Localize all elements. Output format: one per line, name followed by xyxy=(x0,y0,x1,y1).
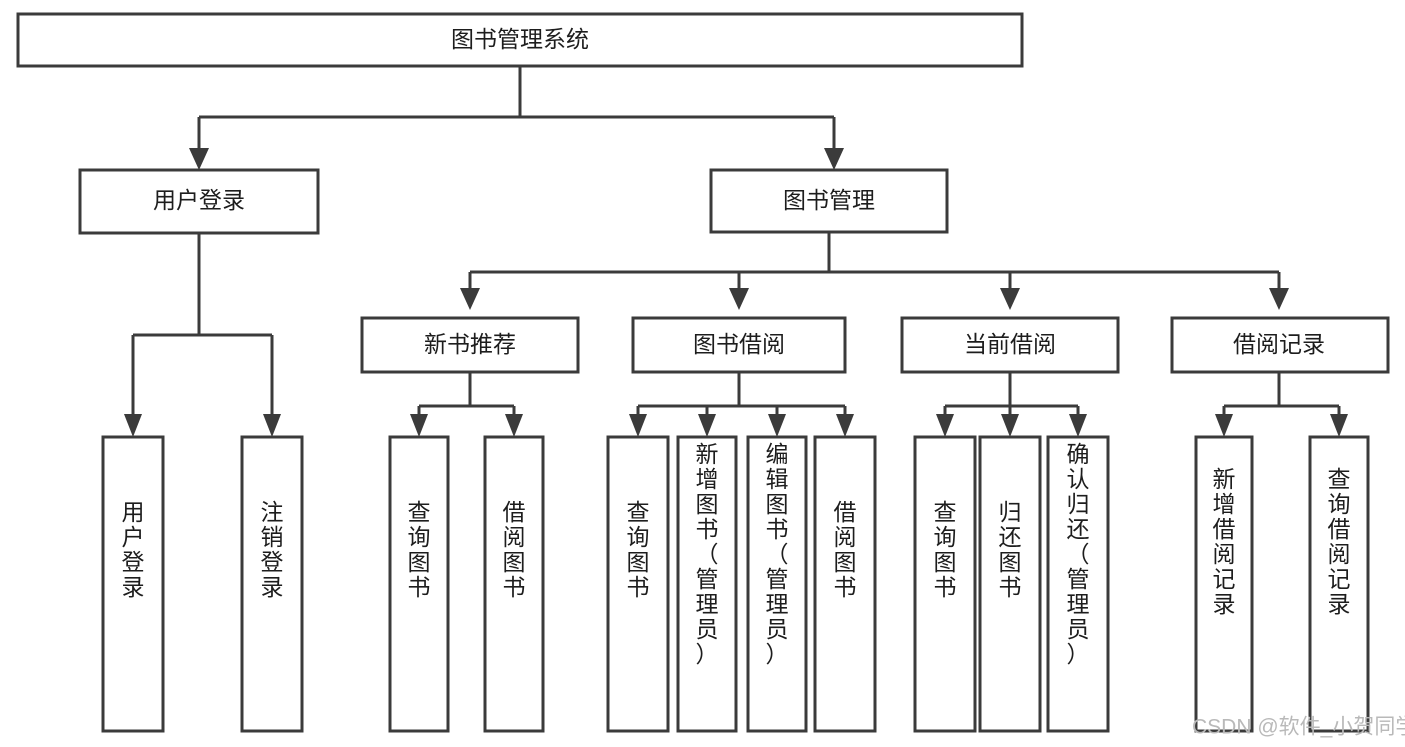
node-leaf-return-book[interactable]: 归还图书 xyxy=(978,435,1042,733)
node-leaf-edit-book-admin[interactable]: 编辑图书（管理员） xyxy=(746,435,808,733)
node-root[interactable]: 图书管理系统 xyxy=(16,12,1024,68)
node-leaf-return-book-box[interactable] xyxy=(978,435,1042,733)
arrowhead-leaf-logout-login xyxy=(263,414,281,437)
node-leaf-user-login-label: 用户登录 xyxy=(122,499,145,600)
arrowhead-leaf-return-book xyxy=(1001,414,1019,437)
node-current-borrow-box[interactable] xyxy=(900,316,1120,374)
arrowhead-leaf-query-borrow-record xyxy=(1330,414,1348,437)
node-root-label: 图书管理系统 xyxy=(451,26,589,52)
node-leaf-edit-book-admin-box[interactable] xyxy=(746,435,808,733)
node-leaf-borrow-book-2-box[interactable] xyxy=(813,435,877,733)
csdn-watermark: CSDN @软件_小贺同学 xyxy=(1192,716,1405,739)
arrowhead-borrow-record xyxy=(1269,288,1289,310)
node-new-book-recommend[interactable]: 新书推荐 xyxy=(360,316,580,374)
arrowhead-leaf-query-book-1 xyxy=(410,414,428,437)
node-leaf-borrow-book-1[interactable]: 借阅图书 xyxy=(483,435,545,733)
node-leaf-query-borrow-record[interactable]: 查询借阅记录 xyxy=(1308,435,1370,733)
node-leaf-logout-login[interactable]: 注销登录 xyxy=(240,435,304,733)
node-leaf-query-book-1-label: 查询图书 xyxy=(408,499,431,600)
node-borrow-record[interactable]: 借阅记录 xyxy=(1170,316,1390,374)
node-current-borrow-label: 当前借阅 xyxy=(964,331,1056,357)
node-leaf-query-book-1[interactable]: 查询图书 xyxy=(388,435,450,733)
node-leaf-query-book-2-label: 查询图书 xyxy=(627,499,650,600)
node-leaf-query-book-1-box[interactable] xyxy=(388,435,450,733)
arrowhead-leaf-add-book-admin xyxy=(698,414,716,437)
arrowhead-leaf-confirm-return-admin xyxy=(1069,414,1087,437)
node-leaf-user-login-box[interactable] xyxy=(101,435,165,733)
node-book-management-label: 图书管理 xyxy=(783,187,875,213)
node-leaf-logout-login-box[interactable] xyxy=(240,435,304,733)
node-leaf-logout-login-label: 注销登录 xyxy=(261,499,284,600)
node-user-login-box[interactable] xyxy=(78,168,320,235)
node-leaf-return-book-label: 归还图书 xyxy=(999,499,1022,600)
node-book-management-box[interactable] xyxy=(709,168,949,234)
arrowhead-leaf-add-borrow-record xyxy=(1215,414,1233,437)
node-leaf-borrow-book-1-box[interactable] xyxy=(483,435,545,733)
arrowhead-new-book-recommend xyxy=(460,288,480,310)
node-leaf-add-book-admin-label: 新增图书（管理员） xyxy=(696,441,719,667)
node-leaf-add-borrow-record[interactable]: 新增借阅记录 xyxy=(1194,435,1254,733)
node-new-book-recommend-label: 新书推荐 xyxy=(424,331,516,357)
node-leaf-add-book-admin[interactable]: 新增图书（管理员） xyxy=(676,435,738,733)
connector-layer xyxy=(124,66,1348,437)
arrowhead-leaf-edit-book-admin xyxy=(768,414,786,437)
node-user-login[interactable]: 用户登录 xyxy=(78,168,320,235)
node-leaf-user-login[interactable]: 用户登录 xyxy=(101,435,165,733)
node-leaf-add-borrow-record-box[interactable] xyxy=(1194,435,1254,733)
node-leaf-confirm-return-admin-label: 确认归还（管理员） xyxy=(1067,441,1090,667)
arrowhead-user-login xyxy=(189,148,209,170)
node-root-box[interactable] xyxy=(16,12,1024,68)
arrowhead-leaf-borrow-book-2 xyxy=(836,414,854,437)
arrowhead-current-borrow xyxy=(1000,288,1020,310)
node-leaf-confirm-return-admin[interactable]: 确认归还（管理员） xyxy=(1046,435,1110,733)
node-current-borrow[interactable]: 当前借阅 xyxy=(900,316,1120,374)
node-book-management[interactable]: 图书管理 xyxy=(709,168,949,234)
arrowhead-leaf-query-book-2 xyxy=(629,414,647,437)
arrowhead-book-management xyxy=(824,148,844,170)
node-leaf-query-borrow-record-box[interactable] xyxy=(1308,435,1370,733)
node-leaf-add-borrow-record-label: 新增借阅记录 xyxy=(1213,466,1236,617)
node-leaf-add-book-admin-box[interactable] xyxy=(676,435,738,733)
node-leaf-query-borrow-record-label: 查询借阅记录 xyxy=(1328,466,1351,617)
node-leaf-edit-book-admin-label: 编辑图书（管理员） xyxy=(766,441,789,667)
node-user-login-label: 用户登录 xyxy=(153,187,245,213)
node-new-book-recommend-box[interactable] xyxy=(360,316,580,374)
node-book-borrow[interactable]: 图书借阅 xyxy=(631,316,847,374)
node-book-borrow-label: 图书借阅 xyxy=(693,331,785,357)
node-borrow-record-box[interactable] xyxy=(1170,316,1390,374)
node-leaf-query-book-2-box[interactable] xyxy=(606,435,670,733)
arrowhead-book-borrow xyxy=(729,288,749,310)
node-borrow-record-label: 借阅记录 xyxy=(1233,331,1325,357)
node-leaf-borrow-book-2[interactable]: 借阅图书 xyxy=(813,435,877,733)
node-leaf-confirm-return-admin-box[interactable] xyxy=(1046,435,1110,733)
arrowhead-leaf-borrow-book-1 xyxy=(505,414,523,437)
node-leaf-query-book-3-box[interactable] xyxy=(913,435,977,733)
node-leaf-query-book-3[interactable]: 查询图书 xyxy=(913,435,977,733)
arrowhead-leaf-query-book-3 xyxy=(936,414,954,437)
node-leaf-borrow-book-2-label: 借阅图书 xyxy=(834,499,857,600)
arrowhead-leaf-user-login xyxy=(124,414,142,437)
node-leaf-query-book-2[interactable]: 查询图书 xyxy=(606,435,670,733)
node-leaf-borrow-book-1-label: 借阅图书 xyxy=(503,499,526,600)
node-leaf-query-book-3-label: 查询图书 xyxy=(934,499,957,600)
node-book-borrow-box[interactable] xyxy=(631,316,847,374)
